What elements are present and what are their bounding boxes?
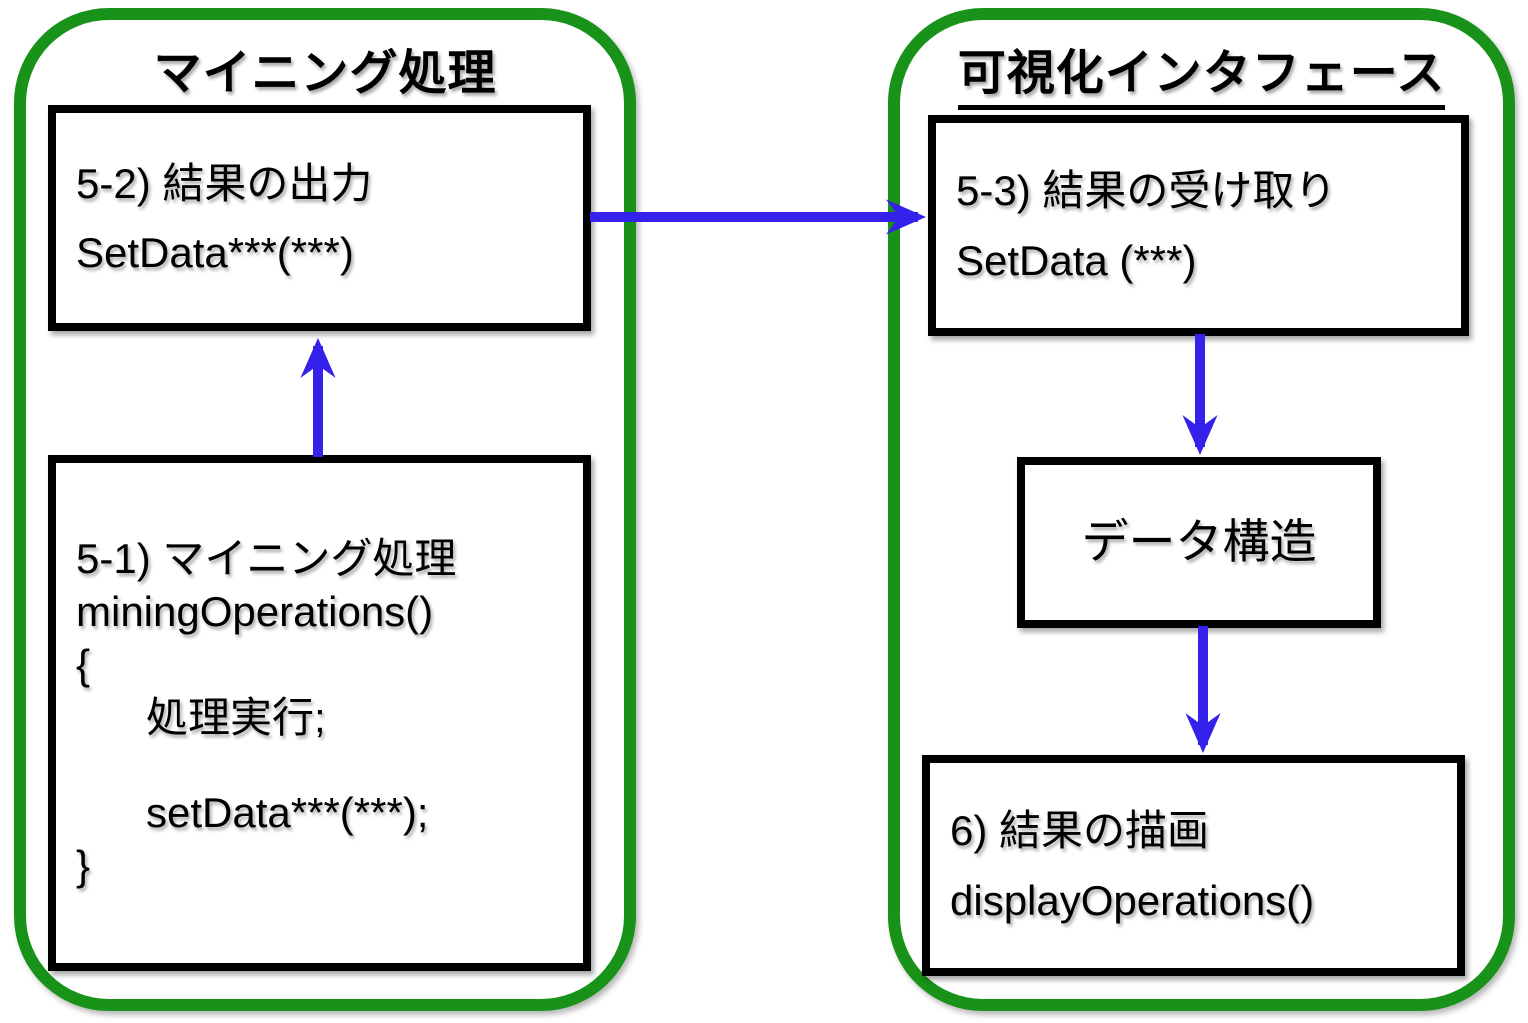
visualization-group-title: 可視化インタフェース (900, 46, 1503, 110)
mining-operations-line-5 (76, 745, 573, 787)
display-operations-line-2: displayOperations() (950, 876, 1315, 924)
result-receive-line-1: 5-3) 結果の受け取り (956, 167, 1337, 215)
result-output-line-2: SetData***(***) (76, 229, 354, 276)
mining-operations-box: 5-1) マイニング処理 miningOperations() { 処理実行; … (48, 455, 591, 971)
mining-operations-line-3: { (76, 641, 91, 689)
data-structure-label: データ構造 (1081, 515, 1317, 569)
result-receive-line-2: SetData (***) (956, 236, 1197, 284)
data-structure-box: データ構造 (1017, 457, 1381, 628)
mining-operations-line-1: 5-1) マイニング処理 (76, 535, 457, 583)
mining-operations-line-7: } (76, 841, 91, 889)
result-output-line-1: 5-2) 結果の出力 (76, 159, 373, 207)
display-operations-box: 6) 結果の描画 displayOperations() (922, 755, 1465, 976)
result-output-box: 5-2) 結果の出力 SetData***(***) (48, 105, 591, 331)
result-receive-box: 5-3) 結果の受け取り SetData (***) (928, 115, 1469, 336)
display-operations-line-1: 6) 結果の描画 (950, 807, 1210, 855)
visualization-group-title-text: 可視化インタフェース (957, 47, 1446, 110)
mining-operations-line-2: miningOperations() (76, 588, 434, 636)
mining-group-title: マイニング処理 (26, 46, 624, 110)
mining-operations-line-4: 処理実行; (76, 694, 326, 741)
mining-group-title-text: マイニング処理 (153, 47, 497, 110)
mining-operations-line-6: setData***(***); (76, 788, 429, 836)
